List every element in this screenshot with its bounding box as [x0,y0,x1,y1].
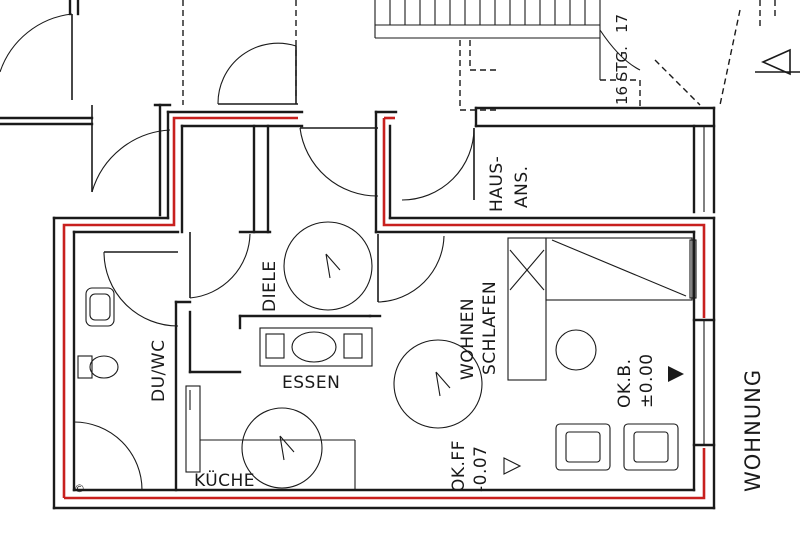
room-label-schlafen: SCHLAFEN [480,281,500,375]
apartment-red-outline [62,116,706,500]
level-marker-filled-icon [668,366,684,382]
ceiling-lights [241,221,483,489]
fixtures [77,237,697,490]
stair-step-count-label-top: 17 [613,14,631,33]
staircase [374,0,776,111]
level-label-okb-value: ±0.00 [637,353,657,408]
room-label-kueche: KÜCHE [194,469,255,491]
apartment-label-wohnung: WOHNUNG [741,369,765,492]
apartment-walls [52,110,716,510]
room-label-wohnen: WOHNEN [458,298,478,380]
level-marker-open-icon [503,457,522,475]
room-label-diele: DIELE [260,260,280,312]
room-label-essen: ESSEN [282,373,340,393]
level-label-okff: OK.FF [449,440,469,492]
upper-left-doors [0,0,298,217]
room-label-duwc: DU/WC [149,340,169,402]
stair-step-count-label: 16 STG. [613,46,631,105]
interior-doors [73,232,445,491]
stairwell-landing [299,106,716,214]
copyright-mark: © [74,482,85,495]
level-label-okb: OK.B. [615,359,635,409]
level-label-okff-value: -0.07 [471,446,491,493]
hausans-label-2: ANS. [512,165,532,208]
hausans-label-1: HAUS- [487,156,507,212]
section-marker-a-icon [755,48,800,76]
